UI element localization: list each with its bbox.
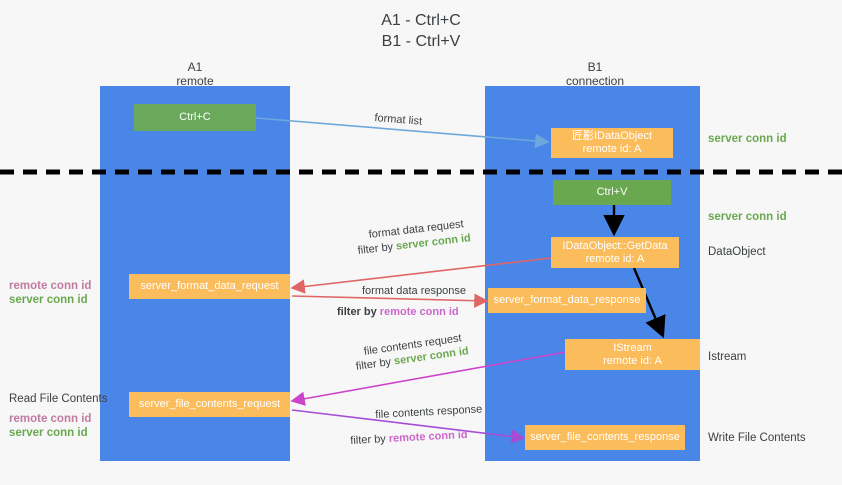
arrowlabel-format-data-response-filter: filter by remote conn id bbox=[337, 305, 459, 320]
page-title: A1 - Ctrl+C B1 - Ctrl+V bbox=[381, 12, 461, 50]
arrowlabel-format-data-response: format data response bbox=[362, 285, 466, 297]
label-server-conn-id-top: server conn id bbox=[708, 133, 787, 145]
label-istream: Istream bbox=[708, 351, 747, 363]
label-server-conn-id-2: server conn id bbox=[9, 427, 88, 439]
arrow-format-list bbox=[255, 117, 550, 149]
filter-prefix-3: filter by bbox=[355, 355, 395, 373]
column-header-a1: A1 remote bbox=[176, 60, 214, 88]
filter-prefix-4: filter by bbox=[350, 432, 390, 447]
node-server-file-contents-request[interactable]: server_file_contents_request bbox=[129, 392, 290, 417]
arrow-format-data-request bbox=[290, 257, 552, 294]
node-idataobject-getdata[interactable]: IDataObject::GetData remote id: A bbox=[551, 237, 679, 268]
node-ctrl-v[interactable]: Ctrl+V bbox=[553, 180, 671, 205]
filter-value-4: remote conn id bbox=[388, 428, 468, 445]
arrow-file-contents-request bbox=[290, 351, 567, 406]
label-read-file-contents: Read File Contents bbox=[9, 393, 108, 405]
arrow-getdata-istream bbox=[632, 267, 666, 339]
column-header-b1: B1 connection bbox=[565, 60, 625, 88]
label-write-file-contents: Write File Contents bbox=[708, 432, 806, 444]
label-server-conn-id-mid: server conn id bbox=[708, 211, 787, 223]
node-server-file-contents-response[interactable]: server_file_contents_response bbox=[525, 425, 685, 450]
node-ctrl-c[interactable]: Ctrl+C bbox=[134, 104, 256, 131]
node-istream[interactable]: IStream remote id: A bbox=[565, 339, 700, 370]
node-server-format-data-response[interactable]: server_format_data_response bbox=[488, 288, 646, 313]
node-server-format-data-request[interactable]: server_format_data_request bbox=[129, 274, 290, 299]
node-idataobject[interactable]: 匠彲IDataObject remote id: A bbox=[551, 128, 673, 158]
label-remote-conn-id-1: remote conn id bbox=[9, 280, 92, 292]
filter-value-2: remote conn id bbox=[379, 306, 459, 318]
label-server-conn-id-1: server conn id bbox=[9, 294, 88, 306]
label-dataobject: DataObject bbox=[708, 246, 766, 258]
filter-prefix-1: filter by bbox=[357, 240, 397, 257]
filter-prefix-2: filter by bbox=[337, 306, 380, 318]
label-remote-conn-id-2: remote conn id bbox=[9, 413, 92, 425]
arrow-file-contents-response bbox=[291, 409, 526, 444]
arrow-format-data-response bbox=[291, 293, 489, 308]
